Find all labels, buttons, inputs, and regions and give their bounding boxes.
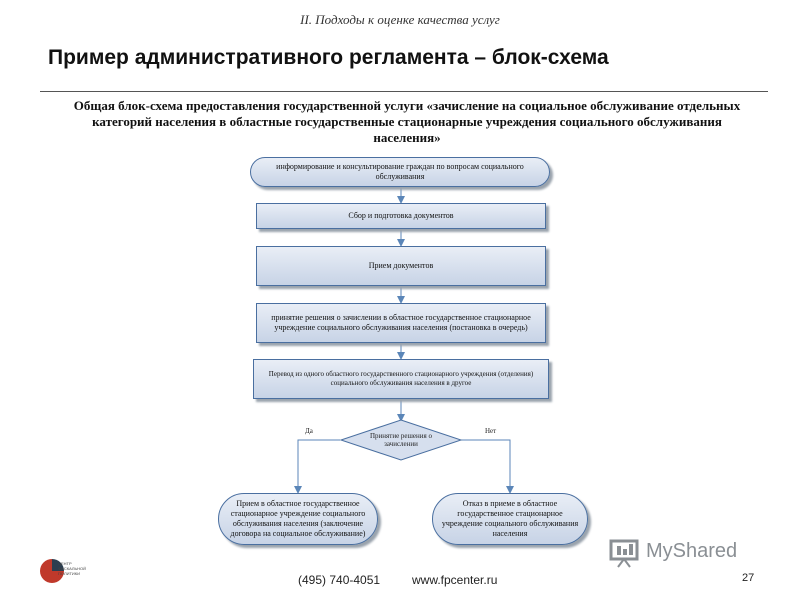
yes-branch-label: Да — [305, 427, 313, 435]
footer-website[interactable]: www.fpcenter.ru — [412, 573, 498, 587]
presentation-icon — [609, 539, 639, 568]
diagram-subtitle: Общая блок-схема предоставления государс… — [73, 98, 741, 145]
outcome-refusal: Отказ в приеме в областное государственн… — [432, 493, 588, 545]
slide-title: Пример административного регламента – бл… — [48, 46, 609, 69]
step-collect-documents: Сбор и подготовка документов — [256, 203, 546, 229]
watermark-logo: MyShared — [646, 540, 738, 562]
connector-no — [460, 439, 514, 494]
step-enrollment-decision: принятие решения о зачислении в областно… — [256, 303, 546, 343]
footer-phone: (495) 740-4051 — [298, 573, 381, 587]
step-informing: информирование и консультирование гражда… — [250, 157, 550, 187]
decision-diamond — [339, 419, 463, 461]
outcome-admission: Прием в областное государственное стацио… — [218, 493, 378, 545]
decision-label: Принятие решения о зачислении — [370, 432, 432, 448]
no-branch-label: Нет — [485, 427, 497, 435]
connector-yes — [294, 439, 340, 494]
section-header: II. Подходы к оценке качества услуг — [300, 12, 500, 27]
step-transfer: Перевод из одного областного государстве… — [253, 359, 549, 399]
title-divider — [40, 91, 768, 92]
page-number: 27 — [742, 572, 755, 584]
step-receive-documents: Прием документов — [256, 246, 546, 286]
org-logo-icon — [40, 559, 64, 583]
org-logo-text: ЦЕНТР ФИСКАЛЬНОЙ ПОЛИТИКИ — [58, 561, 87, 576]
